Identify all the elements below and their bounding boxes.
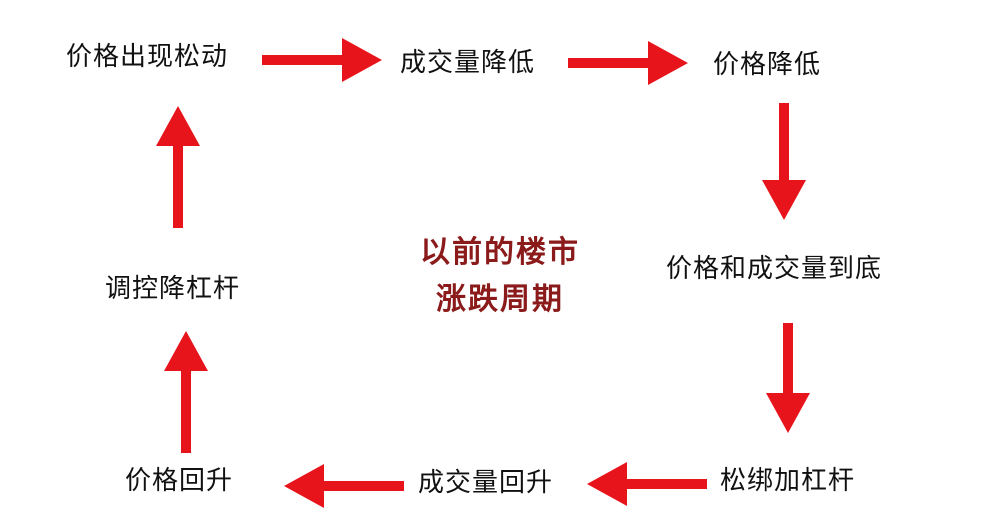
arrow-left-1 bbox=[587, 462, 707, 506]
node-volume-rebound: 成交量回升 bbox=[418, 468, 554, 498]
center-title: 以前的楼市 涨跌周期 bbox=[395, 229, 605, 323]
arrow-up-1 bbox=[164, 331, 208, 453]
arrow-up-2 bbox=[156, 106, 200, 228]
arrow-right-1 bbox=[262, 38, 382, 82]
node-price-volume-bottom: 价格和成交量到底 bbox=[666, 254, 883, 284]
node-easing-leverage: 松绑加杠杆 bbox=[720, 466, 856, 496]
node-price-decrease: 价格降低 bbox=[713, 50, 822, 80]
arrow-left-2 bbox=[284, 464, 404, 508]
node-regulation-deleverage: 调控降杠杆 bbox=[105, 274, 241, 304]
node-price-loosening: 价格出现松动 bbox=[66, 42, 229, 72]
center-title-line2: 涨跌周期 bbox=[436, 282, 564, 317]
center-title-line1: 以前的楼市 bbox=[420, 235, 580, 270]
node-price-rebound: 价格回升 bbox=[125, 466, 234, 496]
node-volume-decrease: 成交量降低 bbox=[400, 48, 536, 78]
arrow-down-1 bbox=[762, 103, 806, 220]
arrow-down-2 bbox=[766, 323, 810, 433]
arrow-right-2 bbox=[568, 41, 688, 85]
